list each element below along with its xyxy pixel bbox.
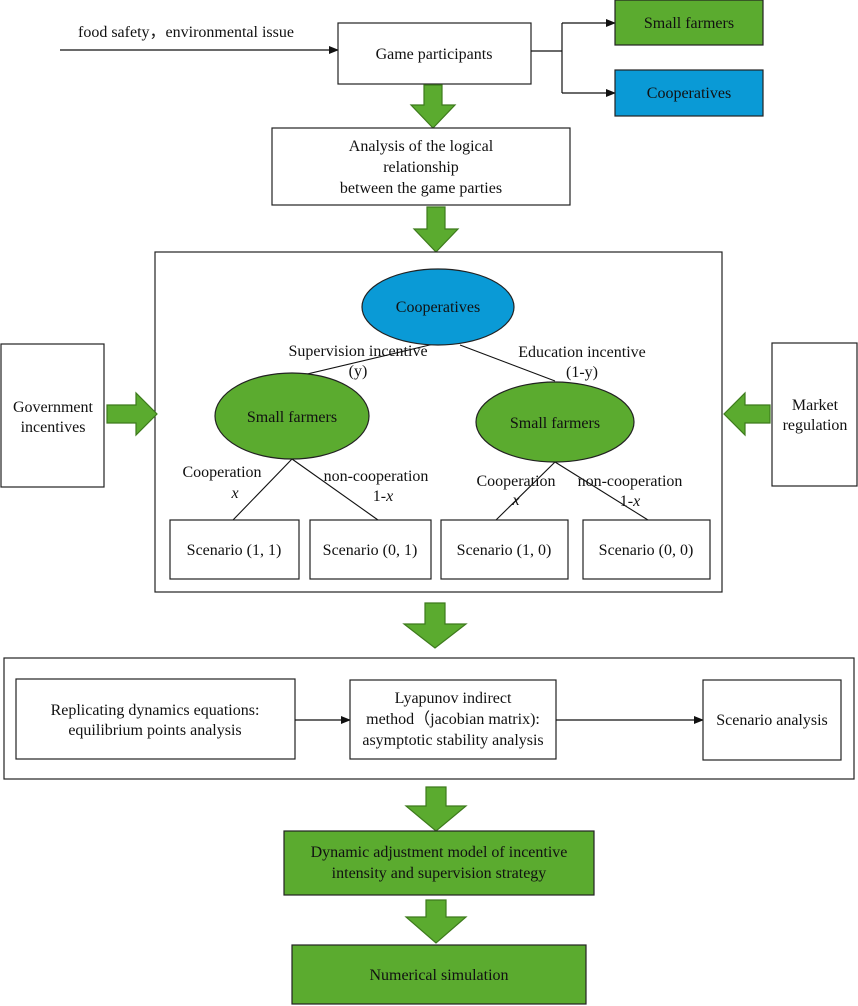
lyapunov-line-2: method（jacobian matrix): xyxy=(366,710,540,728)
left-noncoop-var-prefix: 1- xyxy=(373,488,386,505)
numerical-simulation-box xyxy=(291,944,587,1005)
edge-root-right xyxy=(459,344,556,382)
left-noncoop-label: non-cooperation xyxy=(324,468,429,485)
edge-right-noncoop xyxy=(554,461,649,521)
analysis-line-1: Analysis of the logical xyxy=(349,138,494,155)
supervision-incentive-var: (y) xyxy=(349,363,368,380)
scenario-1-1-label: Scenario (1, 1) xyxy=(187,542,282,559)
replicating-dynamics-line-1: Replicating dynamics equations: xyxy=(51,702,260,719)
left-node-label: Small farmers xyxy=(247,409,337,426)
numerical-simulation-label: Numerical simulation xyxy=(369,967,508,984)
scenario-1-0-label: Scenario (1, 0) xyxy=(457,542,552,559)
left-noncoop-var: 1-x xyxy=(373,488,393,505)
scenario-analysis-box xyxy=(702,679,842,761)
right-noncoop-var: 1-x xyxy=(620,493,640,510)
dynamic-model-line-2: intensity and supervision strategy xyxy=(332,865,547,882)
dynamic-model-box xyxy=(283,830,595,896)
root-node-cooperatives xyxy=(361,268,515,346)
scenario-box-1-1 xyxy=(169,519,300,580)
down-arrow-5 xyxy=(404,899,468,944)
analysis-line-2: relationship xyxy=(383,159,459,176)
scenario-box-0-1 xyxy=(309,519,432,580)
game-participants-label: Game participants xyxy=(376,46,493,63)
right-node-small-farmers xyxy=(475,381,635,463)
left-noncoop-var-x: x xyxy=(385,488,393,505)
government-incentives-box xyxy=(0,343,105,488)
right-noncoop-var-prefix: 1- xyxy=(620,493,633,510)
replicating-dynamics-box xyxy=(15,678,296,760)
analysis-box xyxy=(271,127,571,206)
left-coop-label: Cooperation xyxy=(182,464,261,481)
replicating-dynamics-line-2: equilibrium points analysis xyxy=(68,722,241,739)
down-arrow-2 xyxy=(412,206,460,253)
supervision-incentive-label: Supervision incentive xyxy=(288,343,427,360)
edge-right-coop xyxy=(495,461,556,521)
input-label: food safety，environmental issue xyxy=(78,24,294,41)
analysis-line-3: between the game parties xyxy=(340,180,502,197)
edge-left-coop xyxy=(232,458,293,521)
small-farmers-box xyxy=(614,0,764,46)
market-regulation-box xyxy=(771,342,858,487)
left-arrow-market xyxy=(723,391,771,437)
market-label-1: Market xyxy=(792,397,839,414)
game-participants-box xyxy=(337,22,532,85)
left-node-small-farmers xyxy=(214,372,370,460)
government-label-1: Government xyxy=(13,399,94,416)
right-noncoop-var-x: x xyxy=(632,493,640,510)
right-coop-label: Cooperation xyxy=(476,473,555,490)
right-node-label: Small farmers xyxy=(510,415,600,432)
lyapunov-box xyxy=(349,679,557,760)
education-incentive-label: Education incentive xyxy=(518,344,646,361)
lyapunov-line-1: Lyapunov indirect xyxy=(395,690,512,707)
government-label-2: incentives xyxy=(21,419,86,436)
left-coop-var: x xyxy=(230,485,238,502)
lyapunov-line-3: asymptotic stability analysis xyxy=(362,732,543,749)
right-coop-var: x xyxy=(511,492,519,509)
right-noncoop-label: non-cooperation xyxy=(578,473,683,490)
small-farmers-box-label: Small farmers xyxy=(644,15,734,32)
scenario-box-0-0 xyxy=(582,519,711,580)
dynamic-model-line-1: Dynamic adjustment model of incentive xyxy=(311,844,568,861)
scenario-box-1-0 xyxy=(440,519,569,580)
cooperatives-box-label: Cooperatives xyxy=(647,85,731,102)
scenario-0-1-label: Scenario (0, 1) xyxy=(323,542,418,559)
down-arrow-4 xyxy=(404,786,468,832)
cooperatives-box xyxy=(614,69,764,117)
scenario-0-0-label: Scenario (0, 0) xyxy=(599,542,694,559)
market-label-2: regulation xyxy=(783,417,848,434)
edge-left-noncoop xyxy=(291,458,379,521)
down-arrow-1 xyxy=(409,84,457,129)
down-arrow-3 xyxy=(402,602,468,649)
scenario-analysis-label: Scenario analysis xyxy=(716,712,828,729)
root-node-label: Cooperatives xyxy=(396,299,480,316)
right-arrow-government xyxy=(106,391,158,437)
education-incentive-var: (1-y) xyxy=(566,364,598,381)
